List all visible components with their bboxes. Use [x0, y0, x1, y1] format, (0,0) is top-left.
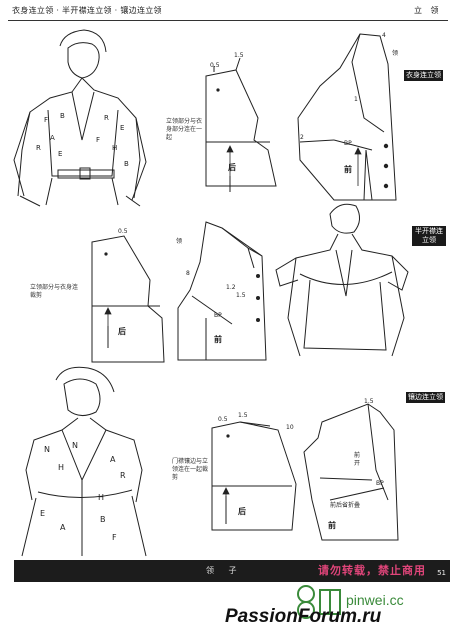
header-left-title: 衣身连立领 · 半开襟连立领 · 镶边连立领 [12, 6, 162, 15]
back-label-3: 后 [238, 507, 246, 516]
measure-4: 4 [382, 32, 386, 39]
svg-text:E: E [40, 509, 45, 518]
front-label-1: 前 [344, 165, 352, 174]
svg-text:R: R [36, 144, 41, 152]
svg-text:B: B [100, 515, 106, 524]
svg-text:N: N [72, 441, 78, 450]
page-header: 衣身连立领 · 半开襟连立领 · 镶边连立领 立 领 [0, 0, 466, 22]
fold-label: 前后省折叠 [330, 502, 361, 509]
footer-chapter-title: 领 子 [206, 566, 243, 575]
bp-label-3: BP [376, 480, 384, 487]
collar-label-2: 领 [176, 238, 183, 245]
bp-label-1: BP [344, 140, 352, 147]
back-label-2: 后 [118, 327, 126, 336]
copyright-warning: 请勿转载，禁止商用 [318, 564, 426, 577]
svg-text:R: R [120, 471, 126, 480]
svg-text:N: N [44, 445, 50, 454]
svg-text:H: H [112, 144, 117, 152]
passionforum-watermark: PassionForum.ru [225, 606, 382, 627]
measure-1-5-c: 1.5 [238, 412, 248, 419]
svg-text:A: A [50, 134, 55, 142]
measure-1-5-d: 1.5 [364, 398, 374, 405]
section-tag-body-collar: 衣身连立领 [404, 70, 443, 81]
measure-1-5-a: 1.5 [234, 52, 244, 59]
front-label-2: 前 [214, 335, 222, 344]
note-section-2: 立领部分与衣身连裁剪 [30, 284, 79, 299]
front-label-3: 前 [328, 521, 336, 530]
open-label: 前开 [354, 452, 361, 467]
pinwei-site-label: pinwei.cc [346, 592, 404, 608]
bp-label-2: BP [214, 312, 222, 319]
svg-text:E: E [120, 124, 124, 132]
pattern-back-3 [211, 421, 297, 531]
pattern-back-2 [91, 235, 165, 363]
measure-2-a: 2 [300, 134, 304, 141]
header-right-title: 立 领 [414, 6, 442, 15]
svg-text:F: F [112, 533, 117, 542]
svg-text:A: A [60, 523, 66, 532]
svg-text:F: F [44, 116, 48, 124]
header-rule [8, 20, 448, 21]
measure-0-5-b: 0.5 [118, 228, 128, 235]
svg-text:B: B [60, 112, 65, 120]
measure-8: 8 [186, 270, 190, 277]
section-tag-half-placket-collar: 半开襟连立领 [412, 226, 446, 246]
pinwei-logo-icon [297, 585, 341, 619]
measure-1-2: 1.2 [226, 284, 236, 291]
figure-illustration-1 [13, 29, 147, 207]
measure-0-5-c: 0.5 [218, 416, 228, 423]
svg-text:R: R [104, 114, 109, 122]
svg-text:F: F [96, 136, 100, 144]
svg-text:H: H [58, 463, 64, 472]
pattern-front-3 [303, 403, 399, 541]
measure-10: 10 [286, 424, 294, 431]
note-section-1: 立领部分与衣身部分连在一起 [166, 118, 203, 141]
collar-label-1: 领 [392, 50, 399, 57]
svg-text:A: A [110, 455, 116, 464]
measure-1-5-b: 1.5 [236, 292, 246, 299]
figure-illustration-2 [275, 203, 409, 357]
svg-text:E: E [58, 150, 62, 158]
back-label-1: 后 [228, 163, 236, 172]
svg-text:H: H [98, 493, 104, 502]
pattern-back-1 [205, 57, 277, 192]
note-section-3: 门襟镶边与立领连在一起裁剪 [172, 458, 209, 481]
section-tag-trim-collar: 镶边连立领 [406, 392, 445, 403]
footer-band: 领 子 51 [14, 560, 450, 582]
svg-text:B: B [124, 160, 129, 168]
pattern-front-2 [177, 221, 267, 361]
measure-1-a: 1 [354, 96, 358, 103]
figure-illustration-3 [21, 366, 147, 557]
page-number: 51 [437, 569, 446, 577]
pattern-front-1 [297, 33, 397, 201]
measure-0-5-a: 0.5 [210, 62, 220, 69]
